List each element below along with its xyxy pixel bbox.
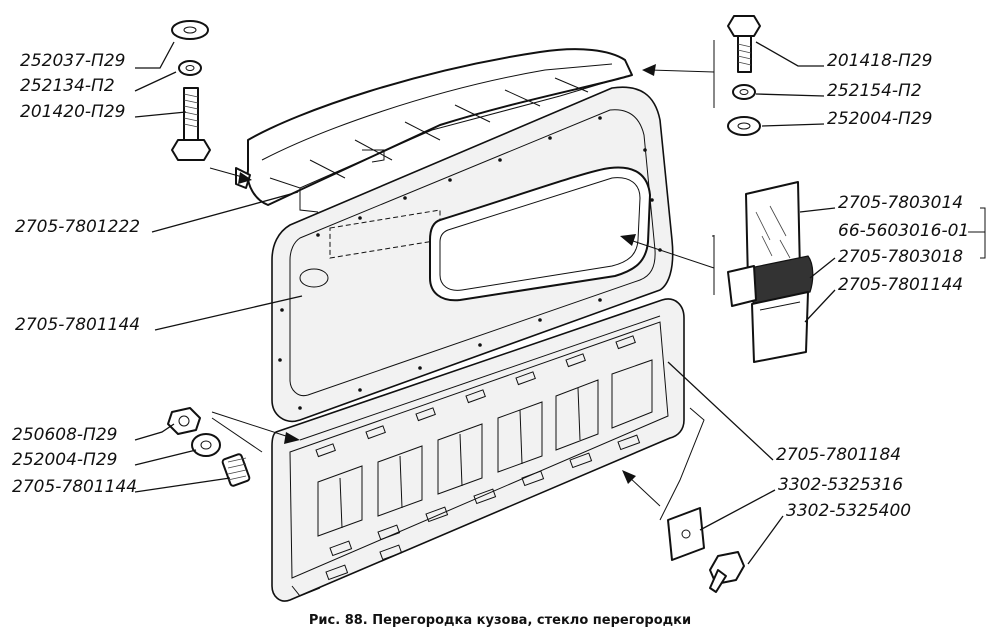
label-2705-7801144-lower: 2705-7801144 [12, 477, 137, 497]
label-3302-5325400: 3302-5325400 [786, 501, 911, 521]
label-2705-7801144-left: 2705-7801144 [15, 315, 140, 335]
label-201420-p29: 201420-П29 [20, 102, 125, 122]
label-2705-7803014: 2705-7803014 [838, 193, 963, 213]
left-spring-washer [178, 60, 202, 76]
label-2705-7803018: 2705-7803018 [838, 247, 963, 267]
label-3302-5325316: 3302-5325316 [778, 475, 903, 495]
label-250608-p29: 250608-П29 [12, 425, 117, 445]
label-252134-p2: 252134-П2 [20, 76, 115, 96]
lower-partition-panel [271, 298, 685, 602]
leader-lines [134, 41, 986, 565]
left-spring-clip [221, 453, 251, 487]
label-2705-7801184: 2705-7801184 [776, 445, 901, 465]
left-labels: 252037-П29 252134-П2 201420-П29 2705-780… [12, 51, 140, 497]
label-66-5603016-01: 66-5603016-01 [838, 221, 969, 241]
assembly-arrows [209, 40, 715, 521]
right-labels: 201418-П29 252154-П2 252004-П29 2705-780… [776, 51, 969, 521]
label-252037-p29: 252037-П29 [20, 51, 125, 71]
left-bolt [171, 87, 211, 161]
right-spring-washer [732, 84, 756, 100]
left-washer-large [171, 20, 209, 40]
upper-partition-panel [271, 86, 674, 422]
figure-caption: Рис. 88. Перегородка кузова, стекло пере… [309, 613, 691, 628]
right-flat-washer [727, 116, 761, 136]
left-washer-lower [191, 433, 221, 457]
bracket [667, 507, 705, 561]
label-252004-p29-right: 252004-П29 [827, 109, 932, 129]
label-201418-p29: 201418-П29 [827, 51, 932, 71]
right-bolt [727, 15, 761, 73]
left-nut [167, 407, 201, 435]
label-252154-p2: 252154-П2 [827, 81, 922, 101]
label-252004-p29-left: 252004-П29 [12, 450, 117, 470]
screw [709, 551, 745, 593]
label-2705-7801144-right: 2705-7801144 [838, 275, 963, 295]
seal-detail [727, 255, 814, 363]
label-2705-7801222: 2705-7801222 [15, 217, 140, 237]
